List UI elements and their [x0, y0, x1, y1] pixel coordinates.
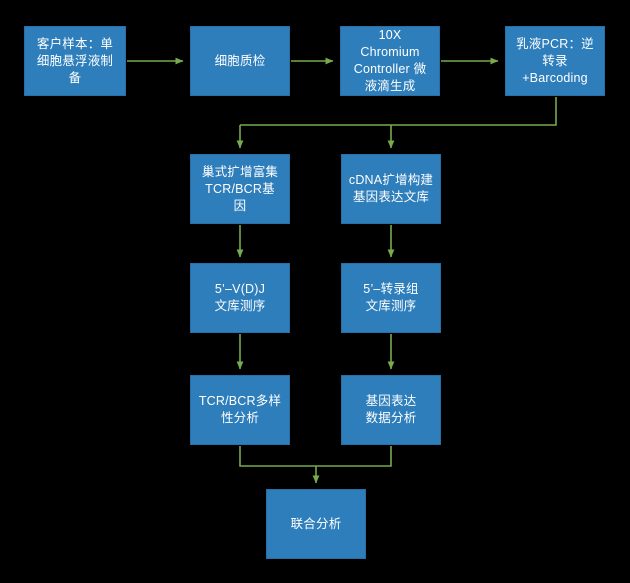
- node-sample[interactable]: 客户样本：单 细胞悬浮液制 备: [24, 26, 126, 96]
- node-vdj-sequencing[interactable]: 5’–V(D)J 文库测序: [190, 263, 290, 333]
- edge-pcr-to-bus: [240, 97, 557, 126]
- node-chromium-controller[interactable]: 10X Chromium Controller 微 液滴生成: [340, 26, 440, 96]
- node-diversity-analysis[interactable]: TCR/BCR多样 性分析: [190, 375, 290, 445]
- edge-geneexpr-to-merge-bus: [316, 446, 392, 467]
- node-gene-expression-analysis[interactable]: 基因表达 数据分析: [341, 375, 441, 445]
- node-emulsion-pcr[interactable]: 乳液PCR：逆 转录 +Barcoding: [505, 26, 605, 96]
- node-nested-amplification[interactable]: 巢式扩增富集 TCR/BCR基 因: [190, 154, 290, 224]
- edge-diversity-to-merge-bus: [239, 446, 316, 467]
- node-cell-qc[interactable]: 细胞质检: [190, 26, 290, 96]
- node-cdna-library[interactable]: cDNA扩增构建 基因表达文库: [341, 154, 441, 224]
- node-joint-analysis[interactable]: 联合分析: [266, 489, 366, 559]
- node-transcriptome-sequencing[interactable]: 5’–转录组 文库测序: [341, 263, 441, 333]
